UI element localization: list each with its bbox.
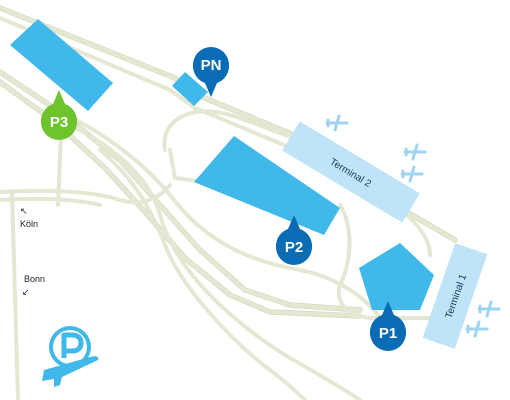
road-south-sweep-2 — [98, 148, 307, 400]
direction-bonn-label: Bonn — [24, 274, 45, 284]
pin-p2[interactable]: P2 — [276, 215, 312, 265]
pin-marker-body — [41, 104, 77, 140]
lot-p3[interactable] — [10, 19, 113, 111]
pin-p1[interactable]: P1 — [370, 301, 406, 351]
pin-marker-body — [370, 315, 406, 351]
airplane-icon — [400, 165, 424, 183]
pin-pn-label: PN — [201, 57, 222, 74]
terminal-2-building — [282, 121, 420, 223]
road-p1-loop — [336, 203, 442, 320]
pin-marker-body — [193, 47, 229, 83]
airplane-icon — [477, 300, 501, 318]
road-upper-parallel — [0, 16, 322, 162]
pin-p2-label: P2 — [285, 239, 303, 256]
airplane-icon — [465, 320, 489, 338]
airplanes — [325, 114, 501, 338]
terminal-1[interactable]: Terminal 1 — [422, 243, 488, 349]
pin-p3[interactable]: P3 — [41, 90, 77, 140]
parking-airplane-logo-icon — [42, 326, 99, 387]
road-west-cross — [0, 183, 172, 205]
road-west-cross-2 — [0, 196, 102, 207]
road-p2-curve — [58, 110, 387, 327]
pin-p1-label: P1 — [379, 325, 397, 342]
pin-p3-label: P3 — [50, 114, 68, 131]
direction-labels: ↖ Köln Bonn ↙ — [20, 206, 45, 297]
lot-p2[interactable] — [194, 136, 340, 235]
road-south-sweep — [68, 123, 362, 400]
road-bonn — [10, 190, 20, 400]
parking-pins: P3 PN P2 P1 — [41, 47, 406, 351]
lot-pn[interactable] — [172, 72, 208, 106]
airplane-icon — [403, 143, 427, 161]
airplane-icon — [325, 114, 349, 132]
road-pn-loop — [162, 109, 302, 152]
direction-koln-label: Köln — [20, 219, 38, 229]
lot-p1[interactable] — [359, 243, 434, 310]
direction-koln-arrow: ↖ — [20, 206, 28, 216]
pin-pn[interactable]: PN — [193, 47, 229, 97]
parking-lots — [10, 19, 434, 310]
direction-bonn-arrow: ↙ — [22, 287, 30, 297]
terminal-1-building — [422, 243, 488, 349]
pin-marker-body — [276, 229, 312, 265]
